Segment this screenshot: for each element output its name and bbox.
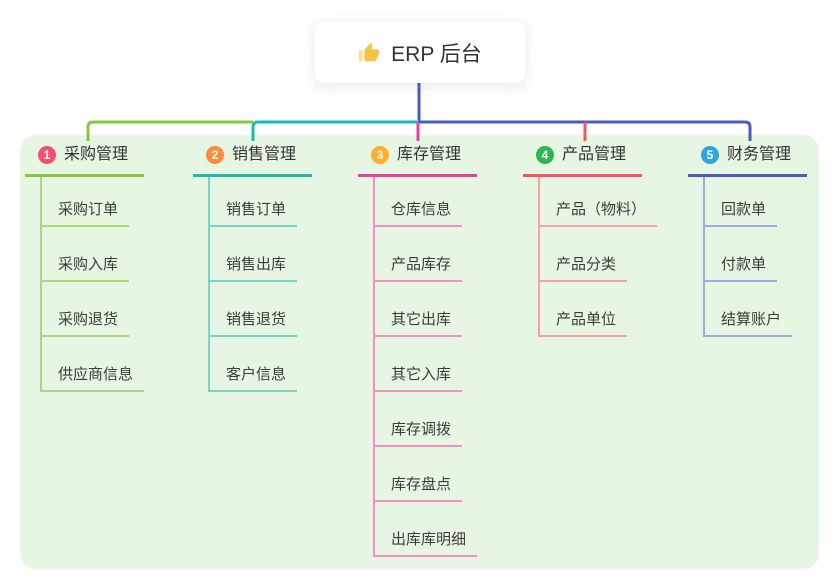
child-node-label[interactable]: 产品单位 [540, 310, 628, 337]
child-node: 产品库存 [375, 227, 477, 282]
child-node: 采购入库 [42, 227, 144, 282]
branch-3: 3 库存管理仓库信息产品库存其它出库其它入库库存调拨库存盘点出库库明细 [358, 140, 478, 557]
child-node: 客户信息 [210, 337, 298, 392]
child-node-label[interactable]: 其它出库 [375, 310, 463, 337]
child-node-label[interactable]: 客户信息 [210, 365, 298, 392]
child-node-label[interactable]: 供应商信息 [42, 365, 145, 392]
branch-header[interactable]: 1 采购管理 [25, 140, 145, 177]
child-node: 回款单 [705, 177, 792, 227]
child-node: 采购订单 [42, 177, 144, 227]
branch-number-badge: 2 [206, 146, 224, 164]
child-node: 销售退货 [210, 282, 298, 337]
branch-4: 4 产品管理产品（物料） 产品分类产品单位 [523, 140, 658, 337]
child-node: 销售出库 [210, 227, 298, 282]
branch-1: 1 采购管理采购订单采购入库采购退货供应商信息 [25, 140, 145, 392]
root-node-title: ERP 后台 [391, 42, 482, 66]
branch-label: 采购管理 [64, 146, 129, 163]
child-node-label[interactable]: 销售订单 [210, 200, 298, 227]
child-node-label[interactable]: 销售出库 [210, 255, 298, 282]
child-node-label[interactable]: 回款单 [705, 200, 778, 227]
child-node-label[interactable]: 产品库存 [375, 255, 463, 282]
branch-label: 产品管理 [562, 146, 627, 163]
branch-2: 2 销售管理销售订单销售出库销售退货客户信息 [193, 140, 313, 392]
branch-children: 采购订单采购入库采购退货供应商信息 [40, 177, 145, 392]
branch-children: 销售订单销售出库销售退货客户信息 [208, 177, 298, 392]
branch-number-badge: 3 [371, 146, 389, 164]
branch-5: 5 财务管理回款单付款单结算账户 [688, 140, 808, 337]
child-node: 付款单 [705, 227, 792, 282]
child-node-label[interactable]: 其它入库 [375, 365, 463, 392]
branch-number-badge: 1 [38, 146, 56, 164]
branch-children: 回款单付款单结算账户 [703, 177, 793, 337]
branch-number-badge: 4 [536, 146, 554, 164]
mindmap-background-panel [20, 135, 819, 569]
child-node: 出库库明细 [375, 502, 478, 557]
child-node: 其它出库 [375, 282, 477, 337]
child-node-label[interactable]: 销售退货 [210, 310, 298, 337]
branch-number-badge: 5 [701, 146, 719, 164]
child-node-label[interactable]: 采购退货 [42, 310, 130, 337]
child-node: 采购退货 [42, 282, 144, 337]
child-node-label[interactable]: 产品分类 [540, 255, 628, 282]
child-node: 产品（物料） [540, 177, 658, 227]
branch-header[interactable]: 5 财务管理 [688, 140, 808, 177]
branch-label: 财务管理 [727, 146, 792, 163]
child-node: 库存盘点 [375, 447, 477, 502]
child-node-label[interactable]: 产品（物料） [540, 200, 658, 227]
child-node-label[interactable]: 结算账户 [705, 310, 793, 337]
child-node-label[interactable]: 库存盘点 [375, 475, 463, 502]
child-node: 供应商信息 [42, 337, 145, 392]
child-node-label[interactable]: 出库库明细 [375, 530, 478, 557]
child-node: 产品分类 [540, 227, 657, 282]
child-node: 库存调拨 [375, 392, 477, 447]
branch-header[interactable]: 3 库存管理 [358, 140, 478, 177]
branch-children: 产品（物料） 产品分类产品单位 [538, 177, 658, 337]
child-node: 产品单位 [540, 282, 657, 337]
child-node: 结算账户 [705, 282, 793, 337]
child-node: 销售订单 [210, 177, 298, 227]
child-node-label[interactable]: 采购订单 [42, 200, 130, 227]
child-node-label[interactable]: 付款单 [705, 255, 778, 282]
child-node: 仓库信息 [375, 177, 477, 227]
child-node-label[interactable]: 采购入库 [42, 255, 130, 282]
branch-header[interactable]: 2 销售管理 [193, 140, 313, 177]
branch-label: 销售管理 [232, 146, 297, 163]
child-node: 其它入库 [375, 337, 477, 392]
thumbs-up-icon [358, 42, 380, 64]
branch-children: 仓库信息产品库存其它出库其它入库库存调拨库存盘点出库库明细 [373, 177, 478, 557]
branch-label: 库存管理 [397, 146, 462, 163]
branch-header[interactable]: 4 产品管理 [523, 140, 643, 177]
child-node-label[interactable]: 库存调拨 [375, 420, 463, 447]
root-node-erp[interactable]: ERP 后台 [315, 22, 525, 83]
child-node-label[interactable]: 仓库信息 [375, 200, 463, 227]
